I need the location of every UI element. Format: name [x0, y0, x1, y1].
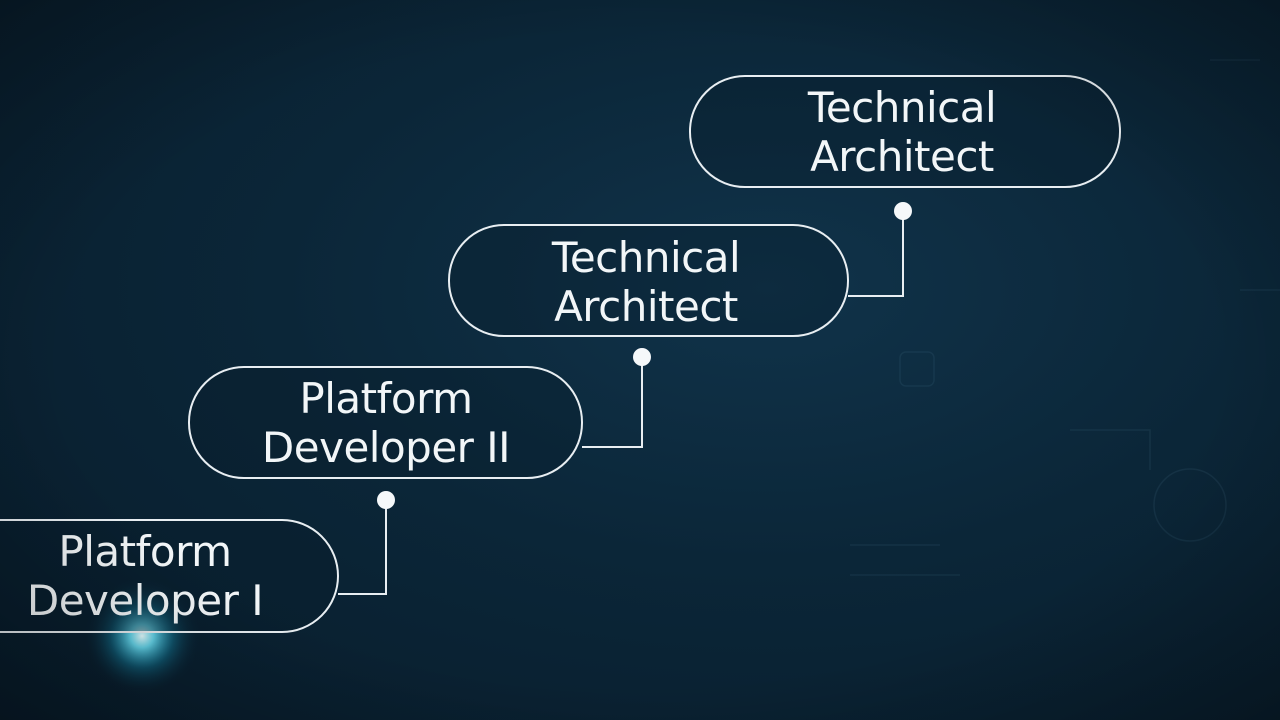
node-technical-architect-1: Technical Architect [448, 224, 849, 337]
connector-dot-2 [633, 348, 651, 366]
node-label-line1: Technical [551, 233, 740, 282]
connector-1-to-2 [338, 500, 387, 595]
connector-3-to-4 [848, 212, 904, 297]
node-label-line1: Technical [807, 83, 996, 132]
node-technical-architect-2: Technical Architect [689, 75, 1121, 188]
connector-2-to-3 [582, 358, 643, 448]
node-platform-developer-2: Platform Developer II [188, 366, 583, 479]
node-platform-developer-1: Platform Developer I [0, 519, 339, 633]
connector-dot-3 [894, 202, 912, 220]
node-label-line2: Developer II [262, 423, 510, 472]
node-label-line1: Platform [299, 374, 472, 423]
node-label-line1: Platform [58, 527, 231, 576]
node-label-line2: Architect [554, 282, 738, 331]
connector-dot-1 [377, 491, 395, 509]
node-label-line2: Developer I [27, 576, 263, 625]
node-label-line2: Architect [810, 132, 994, 181]
